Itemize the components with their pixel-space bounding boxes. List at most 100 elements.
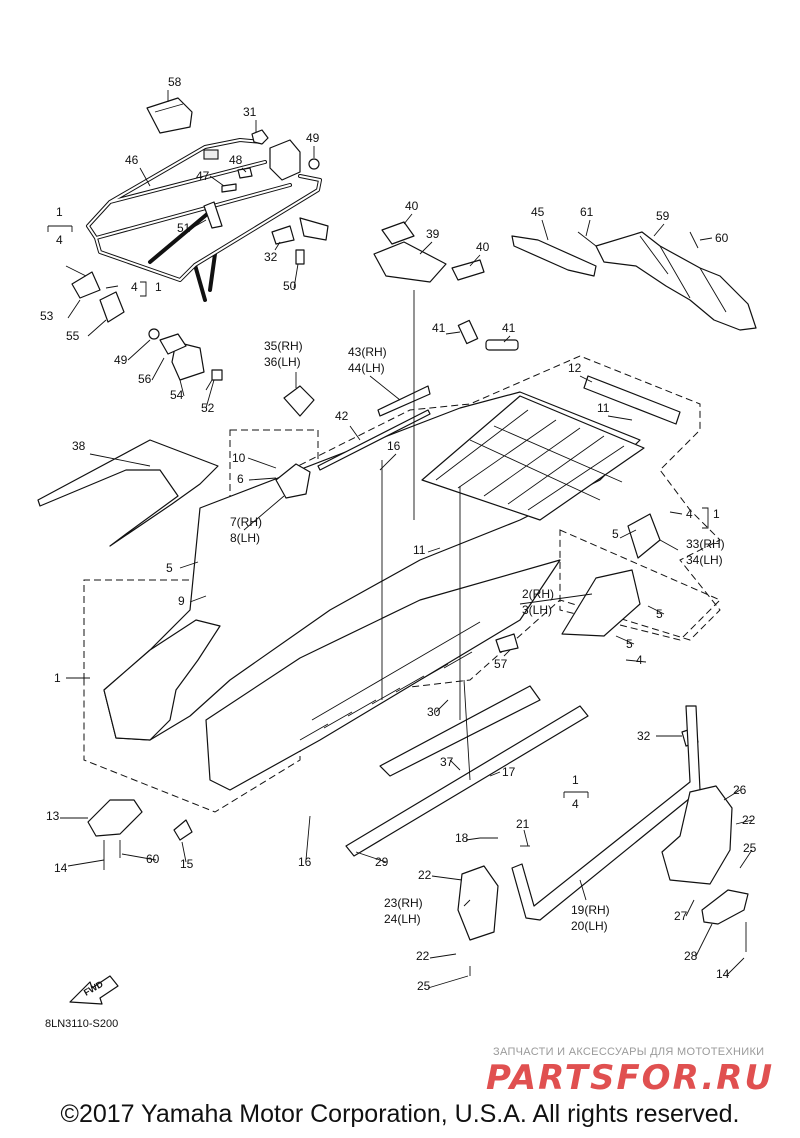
callout-14b: 14: [716, 967, 730, 981]
callout-4: 4: [131, 280, 138, 294]
copyright-notice: ©2017 Yamaha Motor Corporation, U.S.A. A…: [60, 1100, 740, 1128]
rack-foot-right: [299, 217, 329, 241]
callout-22c: 22: [416, 949, 430, 963]
callout-5a: 5: [612, 527, 619, 541]
callout-4d: 4: [572, 797, 579, 811]
callout-61: 61: [580, 205, 594, 219]
callout-57: 57: [494, 657, 508, 671]
callout-27: 27: [674, 909, 688, 923]
callout-50: 50: [283, 279, 297, 293]
bolt-part-47: [221, 183, 237, 193]
bar-part-45: [511, 235, 597, 277]
callout-42: 42: [335, 409, 349, 423]
rivet-part-60a: [689, 231, 699, 249]
callout-3: 3(LH): [522, 603, 552, 617]
callout-9: 9: [178, 594, 185, 608]
callout-37: 37: [440, 755, 454, 769]
callout-58: 58: [168, 75, 182, 89]
side-rail-part-29: [345, 705, 589, 857]
callout-1d: 1: [572, 773, 579, 787]
callout-17: 17: [502, 765, 516, 779]
callout-16b: 16: [298, 855, 312, 869]
pad-part-41a: [457, 319, 479, 345]
side-rail-part-37: [379, 685, 541, 777]
callout-38: 38: [72, 439, 86, 453]
deck-part-12: [583, 375, 681, 425]
callout-53: 53: [40, 309, 54, 323]
callout-32b: 32: [637, 729, 651, 743]
callout-48: 48: [229, 153, 243, 167]
callout-54: 54: [170, 388, 184, 402]
callout-group-1: 1: [56, 205, 63, 219]
callout-4c: 4: [636, 653, 643, 667]
callout-1c: 1: [54, 671, 61, 685]
callout-2: 2(RH): [522, 587, 554, 601]
callout-8: 8(LH): [230, 531, 260, 545]
callout-25a: 25: [743, 841, 757, 855]
callout-19: 19(RH): [571, 903, 610, 917]
callout-35: 35(RH): [264, 339, 303, 353]
fwd-arrow: FWD: [69, 975, 119, 1005]
callout-33: 33(RH): [686, 537, 725, 551]
bolt-part-52: [211, 369, 223, 381]
rack-cap-part-58: [146, 97, 193, 134]
callout-45: 45: [531, 205, 545, 219]
callout-49: 49: [306, 131, 320, 145]
callout-10: 10: [232, 451, 246, 465]
side-panel-left-front: [103, 619, 221, 741]
callout-20: 20(LH): [571, 919, 608, 933]
callout-41a: 41: [432, 321, 446, 335]
callout-46: 46: [125, 153, 139, 167]
flap-part-38: [37, 439, 219, 547]
callout-23: 23(RH): [384, 896, 423, 910]
callout-60: 60: [715, 231, 729, 245]
callout-4b: 4: [686, 507, 693, 521]
snow-flap-part-28: [701, 889, 749, 925]
cover-part-40a: [381, 221, 415, 245]
callout-7: 7(RH): [230, 515, 262, 529]
callout-13: 13: [46, 809, 60, 823]
callout-49b: 49: [114, 353, 128, 367]
callout-43: 43(RH): [348, 345, 387, 359]
bracket-part-2-3: [561, 569, 641, 637]
callout-labels: 58 31 49 46 48 47 51 32 50 1 4 4 1 53 55…: [40, 75, 757, 993]
pin-part-61: [577, 231, 597, 247]
bracket-part-57: [495, 633, 519, 653]
fender-part-35-36: [283, 385, 315, 417]
callout-52: 52: [201, 401, 215, 415]
bracket-part-56: [159, 333, 187, 355]
callout-40b: 40: [476, 240, 490, 254]
snow-flap-part-13: [87, 799, 143, 837]
callout-21: 21: [516, 817, 530, 831]
bracket-part-23-24: [457, 865, 499, 941]
callout-32: 32: [264, 250, 278, 264]
cover-part-40b: [451, 259, 485, 281]
flap-part-59: [595, 231, 757, 331]
nut-part-49b: [148, 328, 160, 340]
bracket-part-33-34: [627, 513, 661, 559]
callout-6: 6: [237, 472, 244, 486]
bracket-part-6: [275, 463, 311, 499]
callout-29: 29: [375, 855, 389, 869]
pad-part-41b: [485, 339, 519, 351]
watermark-tagline: ЗАПЧАСТИ И АКСЕССУАРЫ ДЛЯ МОТОТЕХНИКИ: [493, 1046, 765, 1058]
callout-22b: 22: [418, 868, 432, 882]
plate-part-55: [99, 291, 125, 323]
bottom-parts-group: [103, 705, 749, 976]
callout-18: 18: [455, 831, 469, 845]
callout-41b: 41: [502, 321, 516, 335]
rack-tag: [203, 149, 219, 160]
watermark-brand: PARTSFOR.RU: [486, 1058, 775, 1098]
callout-59: 59: [656, 209, 670, 223]
tunnel-assembly-group: [37, 290, 721, 857]
callout-5d: 5: [626, 637, 633, 651]
clamp-part-31: [251, 129, 269, 145]
callout-30: 30: [427, 705, 441, 719]
callout-15: 15: [180, 857, 194, 871]
plate-part-26: [661, 785, 733, 885]
callout-56: 56: [138, 372, 152, 386]
rear-rack-group: [65, 97, 329, 391]
callout-1b: 1: [713, 507, 720, 521]
rod-part-43-44: [377, 385, 431, 417]
callout-14a: 14: [54, 861, 68, 875]
